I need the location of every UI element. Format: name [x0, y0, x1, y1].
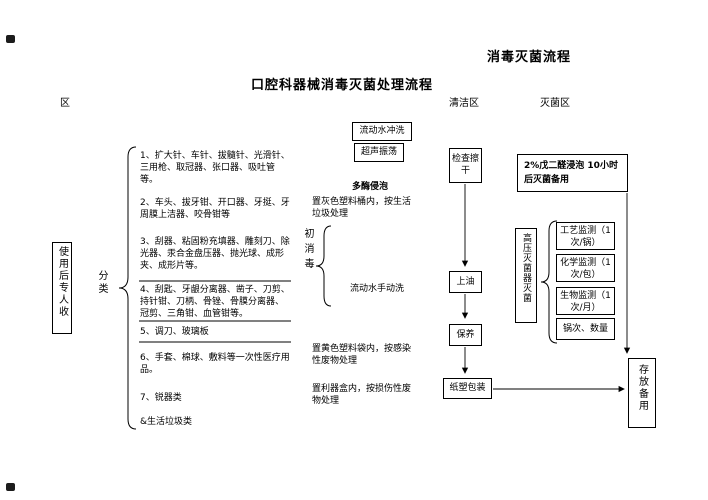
zone-label-sterile: 灭菌区	[540, 98, 570, 109]
sharps-box-note: 置利器盒内，按损伤性废物处理	[312, 384, 412, 406]
process-monitor-box: 工艺监测（1次/锅）	[556, 222, 615, 250]
autoclave-label: 高压灭菌器灭菌	[521, 233, 531, 303]
pre-disinfect-label: 初消毒	[302, 228, 313, 273]
page-corner-mark-bottom	[6, 483, 15, 491]
maintain-box: 保养	[449, 324, 482, 346]
paper-plastic-package-box: 纸塑包装	[443, 378, 492, 399]
hand-wash-label: 流动水手动洗	[350, 284, 405, 294]
instrument-item-6: 6、手套、棉球、敷料等一次性医疗用品。	[140, 353, 290, 375]
instrument-item-1: 1、扩大针、车针、拔髓针、光滑针、三用枪、取冠器、张口器、吸吐管等。	[140, 151, 290, 185]
instrument-item-3: 3、刮器、粘固粉充填器、雕刻刀、除光器、汞合金盘压器、抛光球、成形夹、成形片等。	[140, 237, 290, 271]
classification-brace	[118, 146, 137, 430]
oil-box: 上油	[449, 271, 482, 293]
storage-box: 存放备用	[628, 358, 656, 428]
instrument-item-2: 2、车头、拔牙钳、开口器、牙挺、牙周膜上洁器、咬骨钳等	[140, 198, 290, 220]
collect-after-use-box: 使用后专人收	[52, 242, 72, 334]
enzyme-soak-label: 多酶侵泡	[352, 182, 389, 192]
running-water-rinse-box: 流动水冲洗	[352, 122, 412, 141]
monitor-brace	[540, 220, 558, 344]
instrument-item-waste: &生活垃圾类	[140, 417, 193, 427]
inspect-dry-box: 检查擦干	[449, 148, 482, 183]
yellow-bag-note: 置黄色塑料袋内，按感染性废物处理	[312, 344, 412, 366]
storage-label: 存放备用	[636, 364, 648, 412]
collect-after-use-label: 使用后专人收	[56, 246, 68, 318]
glutaraldehyde-soak-box: 2%戊二醛浸泡 10小时后灭菌备用	[517, 154, 628, 192]
page-corner-mark-top	[6, 35, 15, 43]
gray-bin-note: 置灰色塑料桶内，按生活垃圾处理	[312, 197, 412, 219]
batch-count-box: 锅次、数量	[556, 318, 615, 340]
autoclave-box: 高压灭菌器灭菌	[515, 228, 537, 323]
ultrasonic-oscillation-box: 超声振荡	[354, 143, 404, 162]
zone-label-left: 区	[60, 98, 70, 109]
classify-label: 分类	[96, 270, 107, 296]
pre-disinfect-brace	[315, 225, 332, 307]
instrument-item-5: 5、调刀、玻璃板	[140, 327, 209, 337]
chemical-monitor-box: 化学监测（1次/包）	[556, 254, 615, 282]
instrument-item-7: 7、锐器类	[140, 393, 182, 403]
main-title: 口腔科器械消毒灭菌处理流程	[251, 78, 434, 93]
zone-label-clean: 清洁区	[449, 98, 479, 109]
corner-title: 消毒灭菌流程	[487, 50, 572, 65]
instrument-item-4: 4、刮匙、牙龈分离器、凿子、刀剪、持针钳、刀柄、骨锉、骨膜分离器、冠剪、三角钳、…	[140, 285, 290, 319]
biological-monitor-box: 生物监测（1次/月）	[556, 287, 615, 315]
